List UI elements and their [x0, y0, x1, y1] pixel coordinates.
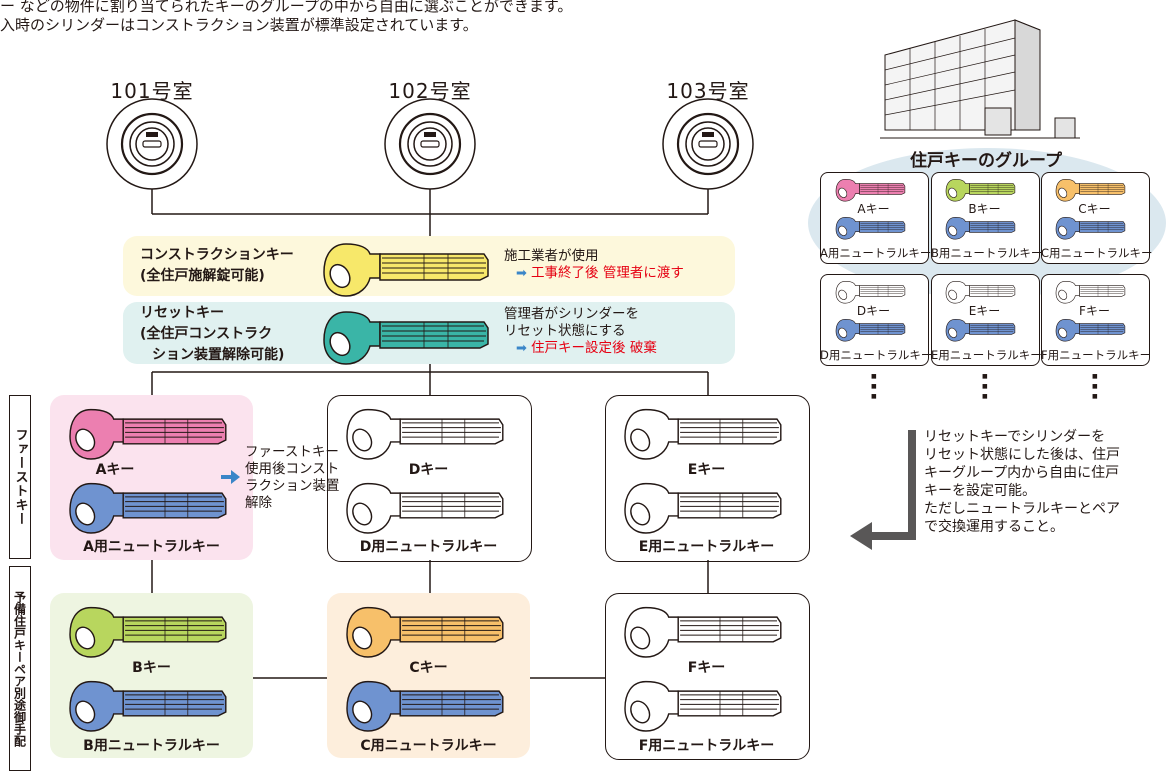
a-neutral-label: A用ニュートラルキー: [83, 539, 220, 555]
apartment-building-illustration: [880, 19, 1080, 139]
b-key: [69, 606, 227, 658]
d-neutral-key: [346, 482, 504, 534]
d-key-label: Dキー: [408, 462, 449, 478]
group-c-key: Cキー: [1078, 202, 1111, 216]
continuation-dots-1: ■■■: [871, 373, 877, 400]
group-b-key: Bキー: [968, 202, 1001, 216]
group-e-key: Eキー: [968, 304, 1001, 318]
construction-key-note: 施工業者が使用 ➡ 工事終了後 管理者に渡す: [504, 248, 684, 282]
construction-key: [323, 243, 489, 297]
reset-key: [323, 311, 489, 365]
group-d-neutral: D用ニュートラルキー: [820, 348, 933, 362]
b-neutral-key: [69, 680, 227, 732]
group-f-neutral: F用ニュートラルキー: [1041, 348, 1152, 362]
c-key-label: Cキー: [409, 660, 448, 676]
group-f-key: Fキー: [1079, 304, 1110, 318]
first-key-tab: ファーストキー: [9, 395, 31, 559]
reset-key-note: 管理者がシリンダーを リセット状態にする ➡ 住戸キー設定後 破棄: [504, 306, 657, 357]
f-neutral-label: F用ニュートラルキー: [638, 738, 775, 754]
construction-note-2: 工事終了後 管理者に渡す: [531, 265, 684, 281]
key-group-title: 住戸キーのグループ: [910, 151, 1062, 171]
c-neutral-label: C用ニュートラルキー: [360, 738, 497, 754]
d-key: [346, 408, 504, 460]
first-key-note: ファーストキー 使用後コンスト ラクション装置 解除: [245, 444, 340, 511]
reset-key-title-1: リセットキー: [140, 305, 224, 321]
continuation-dots-2: ■■■: [982, 373, 988, 400]
e-key: [624, 408, 782, 460]
f-neutral-key: [624, 680, 782, 732]
a-key: [69, 408, 227, 460]
reset-key-title: リセットキー (全住戸コンストラク ション装置解除可能): [140, 303, 284, 366]
reset-key-title-2: (全住戸コンストラク: [140, 326, 273, 342]
intro-line-2: 入時のシリンダーはコンストラクション装置が標準設定されています。: [0, 16, 478, 34]
group-a-key: Aキー: [857, 202, 890, 216]
intro-line-1: ー などの物件に割り当てられたキーのグループの中から自由に選ぶことができます。: [0, 0, 573, 15]
group-d-key: Dキー: [856, 304, 891, 318]
e-neutral-label: E用ニュートラルキー: [638, 539, 775, 555]
group-b-neutral: B用ニュートラルキー: [931, 246, 1043, 260]
cylinder-102: [383, 97, 477, 191]
cylinder-101: [105, 97, 199, 191]
arrow-right-icon: ➡: [516, 341, 532, 356]
b-key-label: Bキー: [132, 660, 171, 676]
e-neutral-key: [624, 482, 782, 534]
spare-key-tab: 予備住戸キーペア別途御手配: [9, 566, 31, 771]
reset-key-title-3: ション装置解除可能): [152, 347, 285, 363]
reset-note-2: リセット状態にする: [504, 323, 626, 339]
c-neutral-key: [346, 680, 504, 732]
cylinder-103: [661, 97, 755, 191]
d-neutral-label: D用ニュートラルキー: [359, 539, 498, 555]
construction-note-1: 施工業者が使用: [504, 248, 599, 264]
continuation-dots-3: ■■■: [1092, 373, 1098, 400]
construction-key-title-1: コンストラクションキー: [140, 247, 294, 263]
group-e-neutral: E用ニュートラルキー: [931, 348, 1042, 362]
reset-note-3: 住戸キー設定後 破棄: [531, 340, 657, 356]
f-key-label: Fキー: [687, 660, 726, 676]
construction-key-title-2: (全住戸施解錠可能): [140, 268, 265, 284]
construction-key-title: コンストラクションキー (全住戸施解錠可能): [140, 245, 294, 287]
b-neutral-label: B用ニュートラルキー: [83, 738, 220, 754]
f-key: [624, 606, 782, 658]
reset-info-text: リセットキーでシリンダーを リセット状態にした後は、住戸 キーグループ内から自由…: [924, 429, 1120, 535]
arrow-right-icon: ➡: [516, 266, 532, 281]
a-neutral-key: [69, 482, 227, 534]
first-key-arrow: [221, 470, 240, 484]
e-key-label: Eキー: [687, 462, 726, 478]
info-arrow: [850, 430, 916, 550]
reset-note-1: 管理者がシリンダーを: [504, 306, 639, 322]
group-a-neutral: A用ニュートラルキー: [820, 246, 932, 260]
group-c-neutral: C用ニュートラルキー: [1041, 246, 1153, 260]
a-key-label: Aキー: [95, 462, 135, 478]
c-key: [346, 606, 504, 658]
connector-lines: [151, 189, 709, 679]
